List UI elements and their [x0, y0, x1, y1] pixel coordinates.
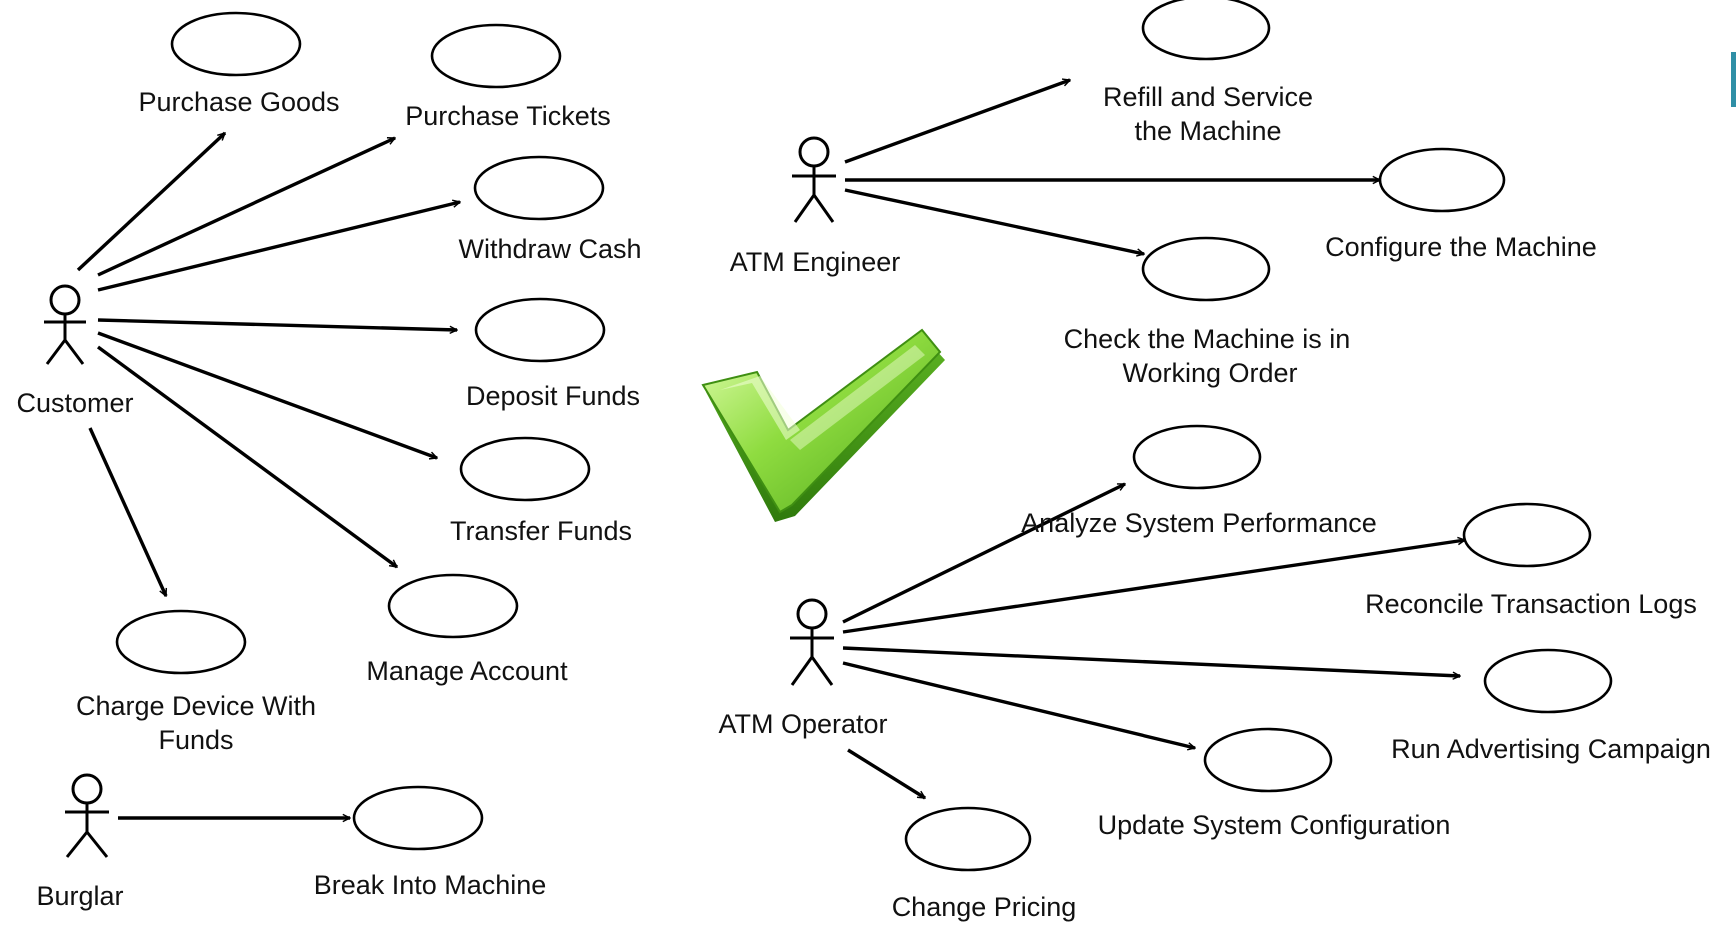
- use-case-transfer-funds-label: Transfer Funds: [450, 516, 632, 546]
- use-case-purchase-tickets-ellipse: [430, 23, 562, 89]
- use-case-purchase-goods: Purchase Goods: [138, 11, 340, 117]
- use-case-withdraw-cash-label: Withdraw Cash: [458, 234, 641, 264]
- use-case-configure-machine: Configure the Machine: [1325, 147, 1597, 262]
- assoc-operator-update-config: [842, 661, 1195, 748]
- assoc-customer-transfer-funds: [97, 331, 437, 458]
- assoc-customer-purchase-goods: [76, 131, 225, 272]
- assoc-operator-change-pricing: [847, 748, 925, 800]
- assoc-operator-reconcile: [842, 540, 1465, 634]
- use-case-update-config-ellipse: [1203, 727, 1333, 793]
- use-case-reconcile-logs: Reconcile Transaction Logs: [1365, 502, 1697, 619]
- assoc-customer-withdraw-cash: [97, 202, 460, 292]
- use-case-run-advertising-ellipse: [1483, 648, 1613, 714]
- use-case-change-pricing-label: Change Pricing: [892, 892, 1077, 922]
- use-case-deposit-funds-ellipse: [474, 297, 606, 363]
- use-case-configure-machine-ellipse: [1378, 147, 1506, 213]
- actor-atm-operator-figure: [790, 598, 834, 686]
- use-case-deposit-funds-label: Deposit Funds: [466, 381, 640, 411]
- assoc-customer-charge-device: [88, 427, 168, 596]
- actor-atm-operator: ATM Operator: [718, 598, 888, 739]
- actor-burglar: Burglar: [36, 773, 124, 911]
- assoc-customer-deposit-funds: [97, 318, 457, 330]
- use-case-withdraw-cash: Withdraw Cash: [458, 155, 642, 264]
- use-case-run-advertising: Run Advertising Campaign: [1391, 648, 1711, 764]
- use-case-purchase-goods-ellipse: [170, 11, 302, 77]
- actor-atm-engineer: ATM Engineer: [730, 136, 901, 277]
- actor-atm-engineer-figure: [792, 136, 836, 223]
- use-case-refill-service-ellipse: [1141, 0, 1271, 61]
- use-case-break-into-machine: Break Into Machine: [314, 785, 547, 900]
- operator-associations: [842, 482, 1465, 800]
- use-case-check-machine-ellipse: [1141, 236, 1271, 302]
- use-case-run-advertising-label: Run Advertising Campaign: [1391, 734, 1711, 764]
- customer-associations: [76, 131, 460, 596]
- use-case-manage-account-label: Manage Account: [366, 656, 568, 686]
- use-case-change-pricing: Change Pricing: [892, 806, 1077, 922]
- use-case-analyze-performance-ellipse: [1132, 424, 1262, 490]
- actor-burglar-figure: [65, 773, 109, 858]
- assoc-engineer-check: [844, 188, 1144, 254]
- use-case-check-machine-label-line2: Working Order: [1122, 358, 1297, 388]
- actor-customer-label: Customer: [16, 388, 133, 418]
- actor-atm-engineer-label: ATM Engineer: [730, 247, 901, 277]
- assoc-operator-run-advertising: [842, 646, 1460, 676]
- use-case-transfer-funds-ellipse: [459, 436, 591, 502]
- assoc-customer-purchase-tickets: [97, 136, 395, 277]
- use-case-purchase-goods-label: Purchase Goods: [138, 87, 339, 117]
- use-case-refill-service: Refill and Service the Machine: [1103, 0, 1313, 146]
- use-case-reconcile-logs-ellipse: [1462, 502, 1592, 568]
- checkmark-icon: [701, 328, 945, 522]
- use-case-check-machine-label-line1: Check the Machine is in: [1064, 324, 1351, 354]
- use-case-refill-service-label-line2: the Machine: [1134, 116, 1281, 146]
- use-case-refill-service-label-line1: Refill and Service: [1103, 82, 1313, 112]
- use-case-transfer-funds: Transfer Funds: [450, 436, 632, 546]
- use-case-check-machine: Check the Machine is in Working Order: [1064, 236, 1351, 388]
- use-case-manage-account-ellipse: [387, 573, 519, 639]
- use-case-purchase-tickets-label: Purchase Tickets: [405, 101, 611, 131]
- use-case-charge-device-ellipse: [115, 609, 247, 675]
- use-case-update-config-label: Update System Configuration: [1098, 810, 1451, 840]
- use-case-withdraw-cash-ellipse: [473, 155, 605, 221]
- assoc-operator-analyze: [842, 482, 1125, 624]
- use-case-break-into-machine-ellipse: [352, 785, 484, 851]
- use-case-manage-account: Manage Account: [366, 573, 568, 686]
- use-case-charge-device-label-line1: Charge Device With: [76, 691, 316, 721]
- use-case-charge-device: Charge Device With Funds: [76, 609, 316, 755]
- engineer-associations: [844, 80, 1380, 254]
- use-case-update-config: Update System Configuration: [1098, 727, 1451, 840]
- use-case-reconcile-logs-label: Reconcile Transaction Logs: [1365, 589, 1697, 619]
- use-case-configure-machine-label: Configure the Machine: [1325, 232, 1597, 262]
- actor-customer: Customer: [16, 284, 134, 418]
- actor-customer-figure: [44, 284, 86, 365]
- actor-atm-operator-label: ATM Operator: [718, 709, 887, 739]
- actor-burglar-label: Burglar: [36, 881, 123, 911]
- use-case-change-pricing-ellipse: [904, 806, 1032, 872]
- use-case-charge-device-label-line2: Funds: [158, 725, 233, 755]
- edge-strip: [1731, 52, 1736, 107]
- assoc-engineer-refill: [844, 80, 1070, 164]
- use-case-deposit-funds: Deposit Funds: [466, 297, 640, 411]
- use-case-purchase-tickets: Purchase Tickets: [405, 23, 611, 131]
- assoc-customer-manage-account: [96, 345, 397, 569]
- use-case-analyze-performance: Analyze System Performance: [1021, 424, 1377, 538]
- use-case-analyze-performance-label: Analyze System Performance: [1021, 508, 1377, 538]
- use-case-break-into-machine-label: Break Into Machine: [314, 870, 547, 900]
